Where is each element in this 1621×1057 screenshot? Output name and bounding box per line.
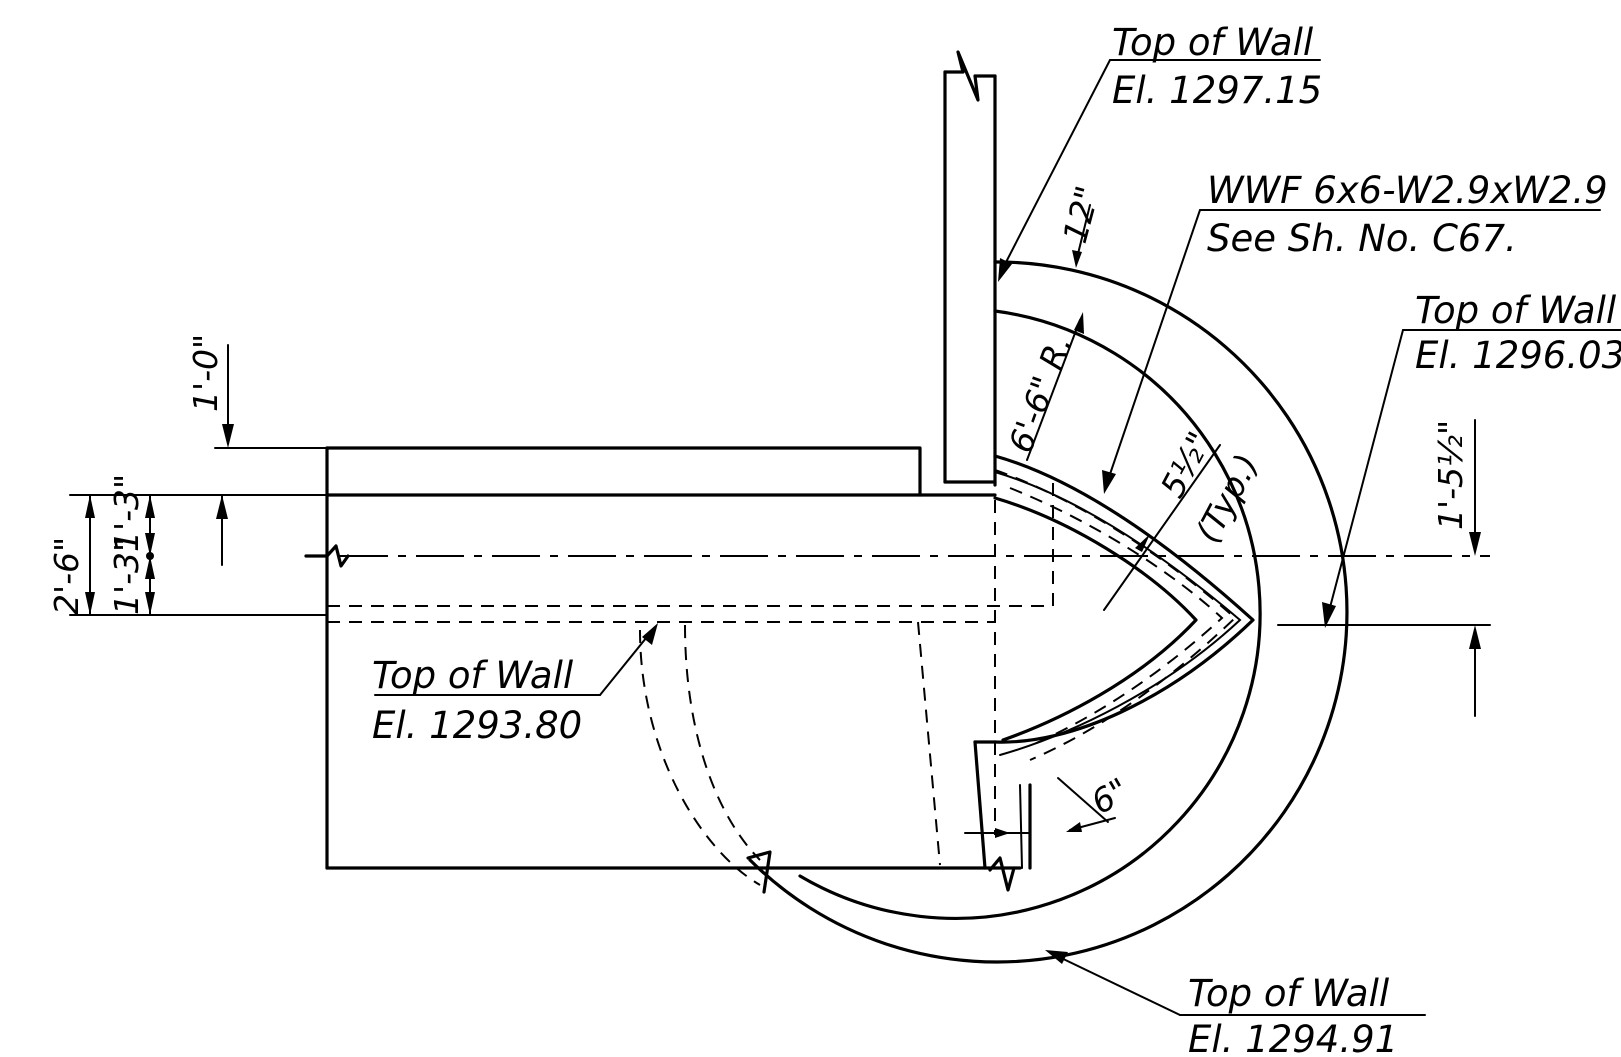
annotation-top-wall-1297: Top of Wall El. 1297.15 <box>1112 21 1322 112</box>
annotation-wwf: WWF 6x6-W2.9xW2.9 See Sh. No. C67. <box>1207 169 1608 260</box>
top-wall-label: Top of Wall <box>372 654 574 697</box>
annotation-top-wall-1296: Top of Wall El. 1296.03 <box>1415 289 1621 377</box>
vertical-wall <box>943 50 997 487</box>
dim-two-six: 2'-6" <box>47 537 86 615</box>
dim-one-three-lower: 1'-3" <box>107 537 146 615</box>
top-wall-label: Top of Wall <box>1112 21 1314 64</box>
elevation-label: El. 1297.15 <box>1112 69 1322 112</box>
top-wall-label: Top of Wall <box>1415 289 1617 332</box>
annotation-top-wall-1293: Top of Wall El. 1293.80 <box>372 654 582 747</box>
dim-one-foot: 1'-0" <box>186 334 225 412</box>
dim-six-inch: 6" <box>1085 770 1136 822</box>
sheet-reference-label: See Sh. No. C67. <box>1207 217 1517 260</box>
annotation-top-wall-1294: Top of Wall El. 1294.91 <box>1188 972 1398 1057</box>
top-wall-label: Top of Wall <box>1188 972 1390 1015</box>
curved-wall <box>746 260 1349 964</box>
dimension-lines <box>69 204 1481 838</box>
elevation-label: El. 1293.80 <box>372 704 582 747</box>
dim-one-five-half: 1'-5½" <box>1431 420 1470 530</box>
dim-one-three-upper: 1'-3" <box>107 474 146 552</box>
leader-lines <box>374 59 1621 1016</box>
dim-twelve-inch: 12" <box>1055 182 1107 247</box>
dim-radius: 6'-6" R. <box>1001 330 1079 458</box>
elevation-label: El. 1296.03 <box>1415 334 1621 377</box>
wwf-spec-label: WWF 6x6-W2.9xW2.9 <box>1207 169 1608 212</box>
elevation-label: El. 1294.91 <box>1188 1018 1398 1057</box>
horizontal-wall <box>302 446 1022 870</box>
